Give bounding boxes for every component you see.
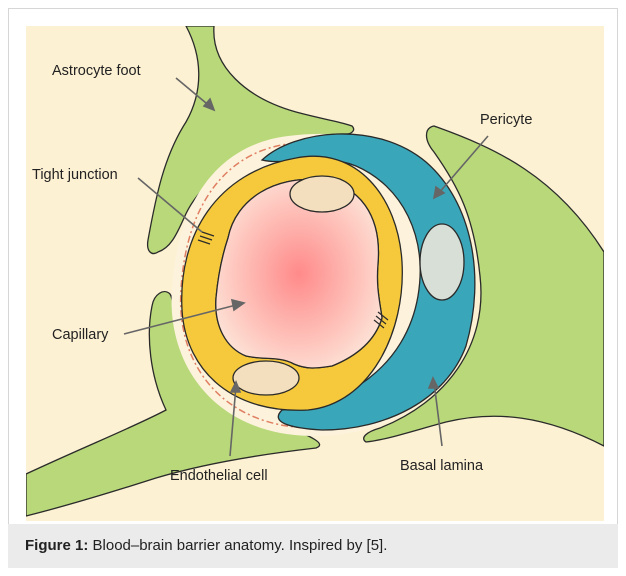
- label-astrocyte-foot: Astrocyte foot: [52, 63, 141, 79]
- label-tight-junction: Tight junction: [32, 167, 118, 183]
- pericyte-nucleus: [420, 224, 464, 300]
- label-basal-lamina: Basal lamina: [400, 458, 484, 474]
- endothelial-nucleus-top: [290, 176, 354, 212]
- label-pericyte: Pericyte: [480, 112, 532, 128]
- caption-text: Blood–brain barrier anatomy. Inspired by…: [88, 537, 387, 554]
- caption-label: Figure 1:: [25, 537, 88, 554]
- label-endothelial-cell: Endothelial cell: [170, 468, 268, 484]
- bbb-diagram: Astrocyte foot Pericyte Tight junction C…: [26, 26, 604, 521]
- label-capillary: Capillary: [52, 327, 109, 343]
- endothelial-nucleus-bottom: [233, 361, 299, 395]
- figure-caption: Figure 1: Blood–brain barrier anatomy. I…: [8, 524, 618, 568]
